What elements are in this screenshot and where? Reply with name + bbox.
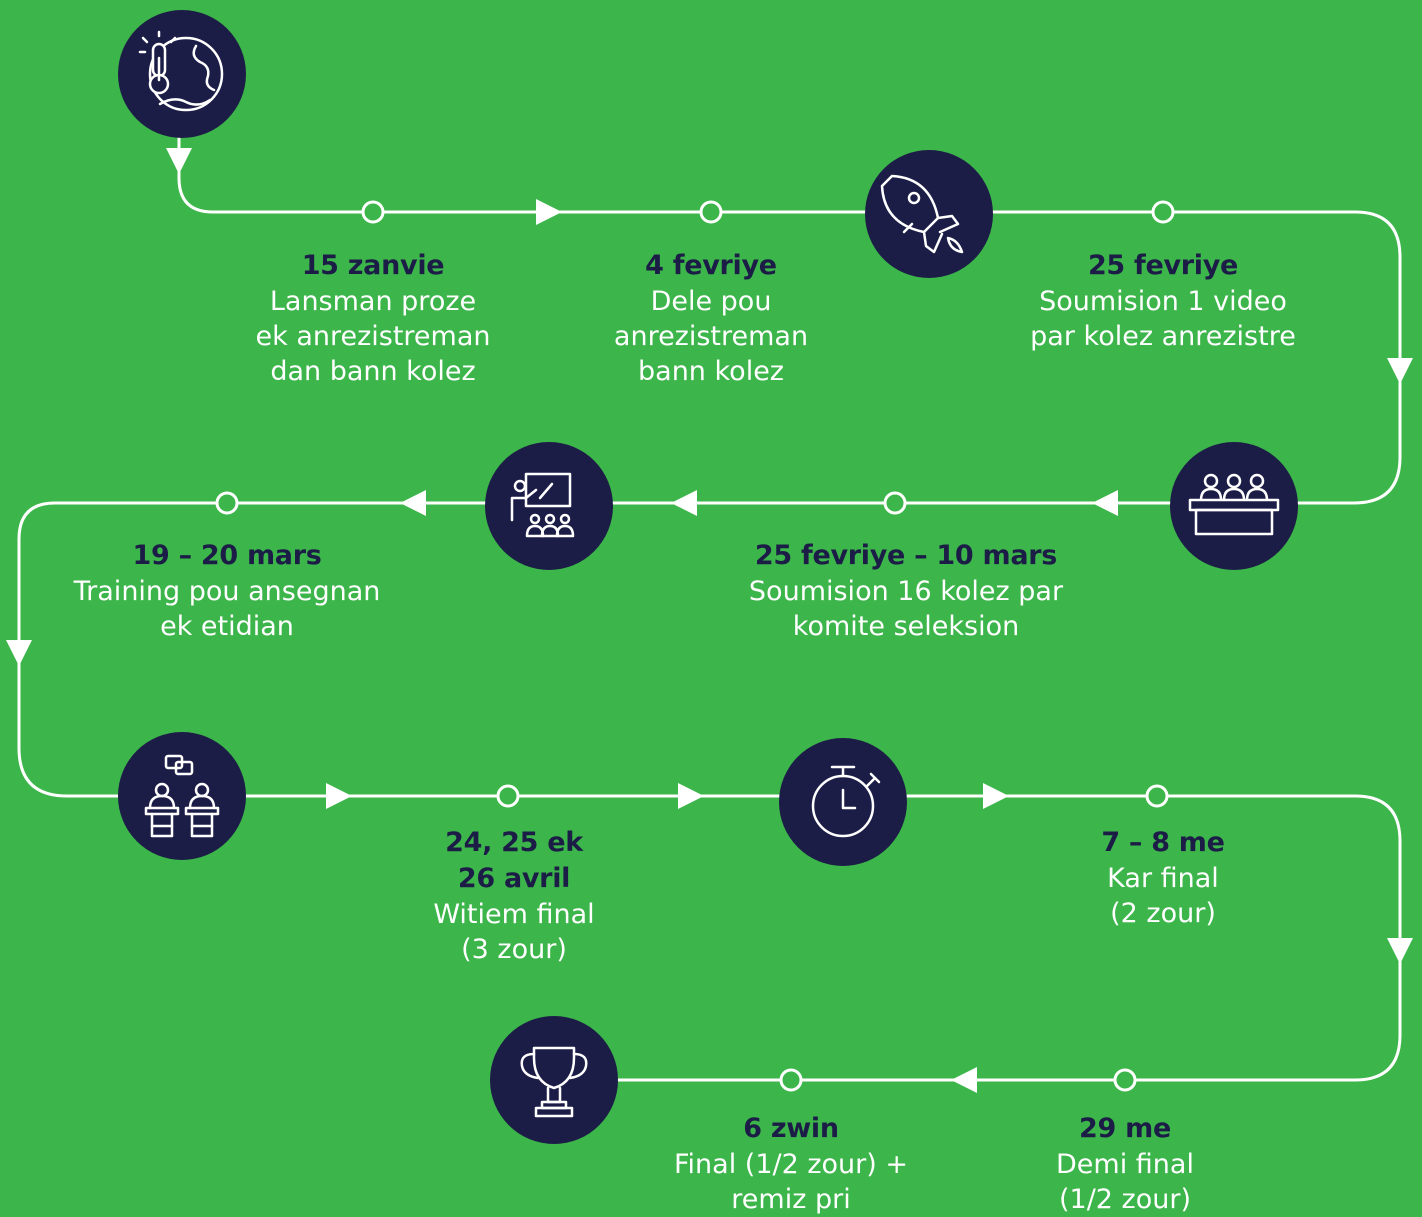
milestone-8: 29 me Demi final (1/2 zour) bbox=[945, 1111, 1305, 1217]
milestone-description: Soumision 16 kolez par komite seleksion bbox=[748, 576, 1064, 642]
milestone-4: 25 fevriye – 10 mars Soumision 16 kolez … bbox=[696, 538, 1116, 644]
milestone-description: Dele pou anrezistreman bann kolez bbox=[613, 286, 809, 387]
arrow-down bbox=[1387, 938, 1413, 964]
climate-thermometer-globe-icon bbox=[118, 10, 246, 138]
trophy-icon bbox=[490, 1016, 618, 1144]
arrow-down bbox=[6, 640, 32, 666]
milestone-description: Demi final (1/2 zour) bbox=[1056, 1149, 1194, 1215]
flow-arrows bbox=[6, 148, 1413, 1093]
jury-panel-icon bbox=[1170, 442, 1298, 570]
milestone-dot bbox=[496, 784, 520, 808]
milestone-description: Soumision 1 video par kolez anrezistre bbox=[1030, 286, 1296, 352]
milestone-dot bbox=[1145, 784, 1169, 808]
milestone-dot bbox=[361, 200, 385, 224]
rocket-icon bbox=[865, 150, 993, 278]
milestone-date: 19 – 20 mars bbox=[132, 540, 322, 571]
milestone-5: 19 – 20 mars Training pou ansegnan ek et… bbox=[47, 538, 407, 644]
milestone-dot bbox=[779, 1068, 803, 1092]
arrow-right bbox=[983, 783, 1009, 809]
milestone-2: 4 fevriye Dele pou anrezistreman bann ko… bbox=[531, 248, 891, 389]
milestone-1: 15 zanvie Lansman proze ek anrezistreman… bbox=[193, 248, 553, 389]
milestone-dots bbox=[215, 200, 1175, 1092]
arrow-left bbox=[400, 490, 426, 516]
stopwatch-icon bbox=[779, 738, 907, 866]
arrow-right bbox=[326, 783, 352, 809]
milestone-date: 25 fevriye bbox=[1087, 250, 1239, 281]
milestone-date: 25 fevriye – 10 mars bbox=[754, 540, 1058, 571]
arrow-down bbox=[1387, 358, 1413, 384]
milestone-dot bbox=[1151, 200, 1175, 224]
arrow-left bbox=[671, 490, 697, 516]
milestone-date: 6 zwin bbox=[743, 1113, 839, 1144]
milestone-description: Lansman proze ek anrezistreman dan bann … bbox=[255, 286, 491, 387]
milestone-description: Training pou ansegnan ek etidian bbox=[73, 576, 381, 642]
arrow-right bbox=[678, 783, 704, 809]
milestone-date: 15 zanvie bbox=[301, 250, 445, 281]
milestone-date: 7 – 8 me bbox=[1101, 827, 1225, 858]
classroom-training-icon bbox=[485, 442, 613, 570]
milestone-date: 4 fevriye bbox=[645, 250, 777, 281]
arrow-right bbox=[536, 199, 562, 225]
milestone-dot bbox=[215, 491, 239, 515]
milestone-dot bbox=[883, 491, 907, 515]
milestone-description: Final (1/2 zour) + remiz pri bbox=[673, 1149, 909, 1215]
debate-podiums-icon bbox=[118, 732, 246, 860]
milestone-6: 24, 25 ek 26 avril Witiem final (3 zour) bbox=[334, 825, 694, 967]
milestone-dot bbox=[1113, 1068, 1137, 1092]
milestone-7: 7 – 8 me Kar final (2 zour) bbox=[983, 825, 1343, 931]
milestone-date: 29 me bbox=[1079, 1113, 1171, 1144]
arrow-left bbox=[1092, 490, 1118, 516]
arrow-down bbox=[166, 148, 192, 174]
milestone-9: 6 zwin Final (1/2 zour) + remiz pri bbox=[611, 1111, 971, 1217]
milestone-date: 24, 25 ek 26 avril bbox=[445, 827, 583, 894]
milestone-dot bbox=[699, 200, 723, 224]
milestone-3: 25 fevriye Soumision 1 video par kolez a… bbox=[983, 248, 1343, 354]
milestone-description: Kar final (2 zour) bbox=[1107, 863, 1219, 929]
arrow-left bbox=[951, 1067, 977, 1093]
milestone-description: Witiem final (3 zour) bbox=[433, 899, 595, 965]
